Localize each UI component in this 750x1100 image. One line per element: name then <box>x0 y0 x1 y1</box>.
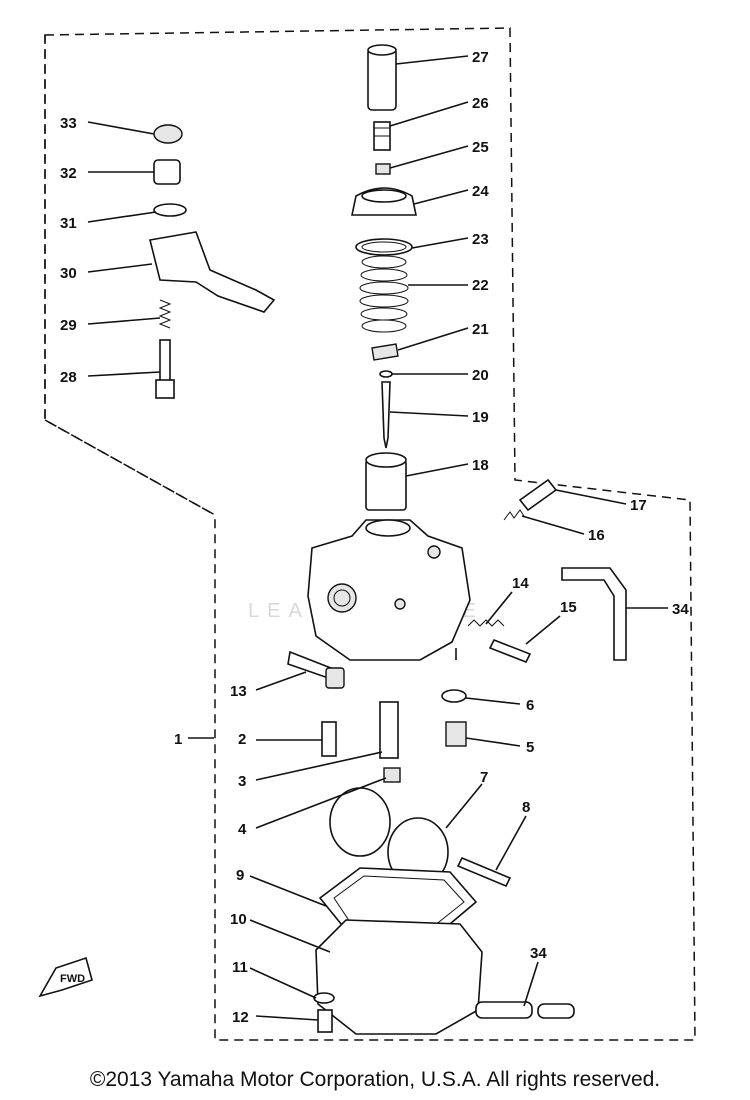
callout-labels: 27 26 25 24 23 22 21 20 19 18 17 16 34 1… <box>60 49 689 1026</box>
callout-1: 1 <box>174 731 182 748</box>
leader-lines <box>87 55 668 1021</box>
callout-10: 10 <box>230 911 247 928</box>
callout-17: 17 <box>630 497 647 514</box>
callout-15: 15 <box>560 599 577 616</box>
callout-28: 28 <box>60 369 77 386</box>
callout-2: 2 <box>238 731 246 748</box>
callout-31: 31 <box>60 215 77 232</box>
callout-26: 26 <box>472 95 489 112</box>
assembly-boundaries <box>44 27 696 1041</box>
callout-8: 8 <box>522 799 530 816</box>
callout-34-upper: 34 <box>672 601 689 618</box>
callout-27: 27 <box>472 49 489 66</box>
callout-29: 29 <box>60 317 77 334</box>
carburetor-exploded-diagram: LEADVENTURE <box>38 27 696 1041</box>
part-drawings <box>149 44 627 1035</box>
callout-21: 21 <box>472 321 489 338</box>
fwd-label: FWD <box>60 973 85 985</box>
callout-23: 23 <box>472 231 489 248</box>
callout-14: 14 <box>512 575 529 592</box>
callout-20: 20 <box>472 367 489 384</box>
callout-12: 12 <box>232 1009 249 1026</box>
callout-3: 3 <box>238 773 246 790</box>
callout-4: 4 <box>238 821 247 838</box>
callout-6: 6 <box>526 697 534 714</box>
callout-9: 9 <box>236 867 244 884</box>
callout-11: 11 <box>232 959 248 976</box>
callout-34-lower: 34 <box>530 945 547 962</box>
callout-24: 24 <box>472 183 489 200</box>
callout-16: 16 <box>588 527 605 544</box>
callout-13: 13 <box>230 683 247 700</box>
callout-25: 25 <box>472 139 489 156</box>
callout-18: 18 <box>472 457 489 474</box>
copyright-notice: ©2013 Yamaha Motor Corporation, U.S.A. A… <box>89 1068 661 1091</box>
callout-5: 5 <box>526 739 534 756</box>
callout-7: 7 <box>480 769 488 786</box>
callout-32: 32 <box>60 165 77 182</box>
callout-30: 30 <box>60 265 77 282</box>
callout-22: 22 <box>472 277 489 294</box>
callout-19: 19 <box>472 409 489 426</box>
fwd-arrow-icon: FWD <box>38 956 93 998</box>
callout-33: 33 <box>60 115 77 132</box>
